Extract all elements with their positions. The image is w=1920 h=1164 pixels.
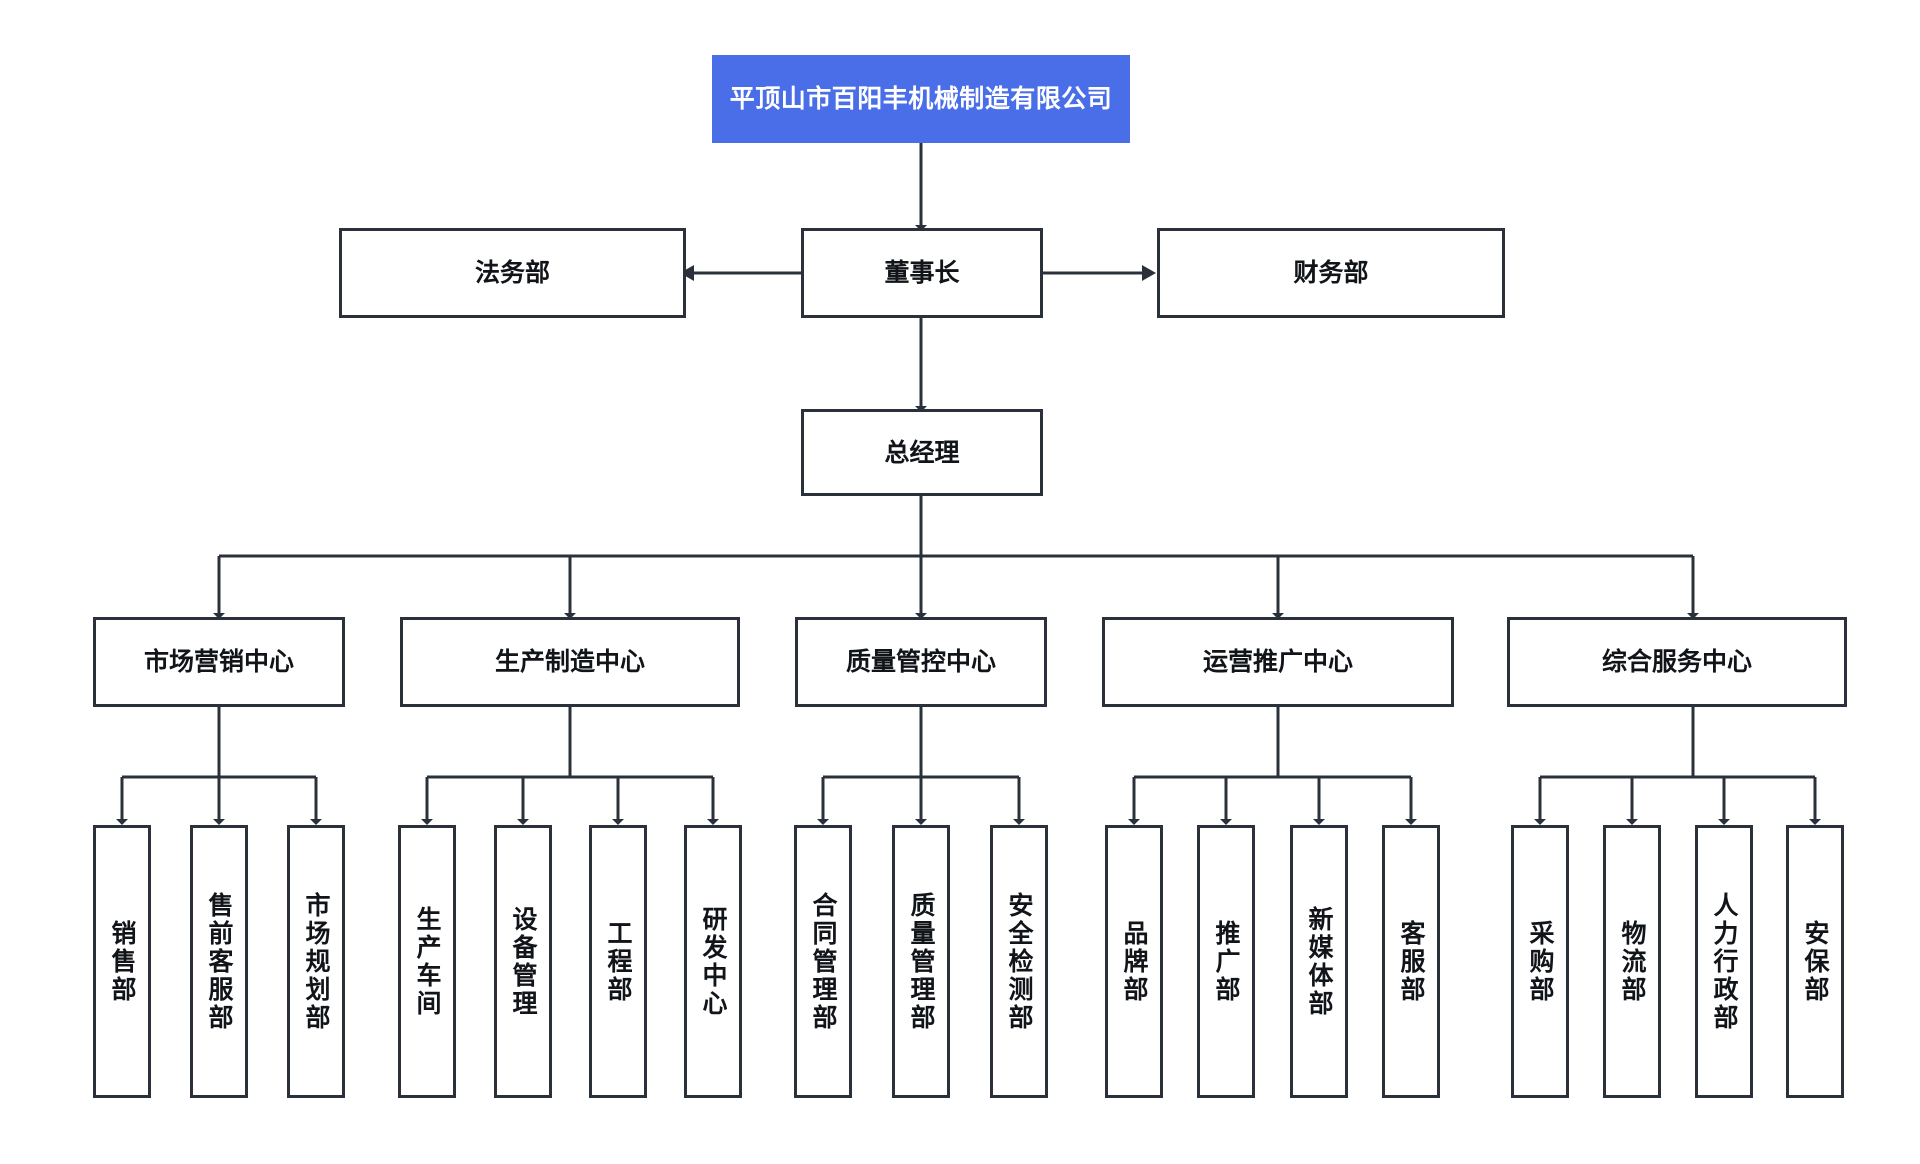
node-label: 生产制造中心 (494, 648, 645, 676)
node-label: 品牌部 (1120, 919, 1148, 1004)
node-dept-hr-administration[interactable]: 人力行政部 (1695, 825, 1753, 1098)
node-legal-department[interactable]: 法务部 (339, 228, 686, 318)
node-label: 市场营销中心 (143, 648, 294, 676)
node-dept-market-planning[interactable]: 市场规划部 (287, 825, 345, 1098)
node-dept-promotion[interactable]: 推广部 (1197, 825, 1255, 1098)
node-dept-quality-management[interactable]: 质量管理部 (892, 825, 950, 1098)
node-center-service[interactable]: 综合服务中心 (1507, 617, 1847, 707)
node-label: 人力行政部 (1710, 891, 1738, 1032)
node-dept-equipment-management[interactable]: 设备管理 (494, 825, 552, 1098)
node-label: 市场规划部 (302, 891, 330, 1032)
node-label: 采购部 (1526, 919, 1554, 1004)
node-label: 生产车间 (413, 905, 441, 1018)
node-label: 新媒体部 (1305, 905, 1333, 1018)
node-label: 安保部 (1801, 919, 1829, 1004)
node-dept-logistics[interactable]: 物流部 (1603, 825, 1661, 1098)
node-label: 客服部 (1397, 919, 1425, 1004)
node-dept-security[interactable]: 安保部 (1786, 825, 1844, 1098)
node-chairman[interactable]: 董事长 (801, 228, 1043, 318)
node-center-operations[interactable]: 运营推广中心 (1102, 617, 1454, 707)
node-label: 设备管理 (509, 905, 537, 1018)
node-dept-presales-support[interactable]: 售前客服部 (190, 825, 248, 1098)
node-label: 销售部 (108, 919, 136, 1004)
node-general-manager[interactable]: 总经理 (801, 409, 1043, 496)
node-dept-engineering[interactable]: 工程部 (589, 825, 647, 1098)
node-label: 质量管理部 (907, 891, 935, 1032)
node-label: 质量管控中心 (845, 648, 996, 676)
node-label: 推广部 (1212, 919, 1240, 1004)
arrowhead-finance (1142, 265, 1156, 281)
node-label: 物流部 (1618, 919, 1646, 1004)
node-label: 法务部 (474, 259, 550, 287)
node-label: 综合服务中心 (1601, 648, 1752, 676)
node-dept-procurement[interactable]: 采购部 (1511, 825, 1569, 1098)
node-label: 财务部 (1293, 259, 1369, 287)
node-dept-contract-management[interactable]: 合同管理部 (794, 825, 852, 1098)
node-center-production[interactable]: 生产制造中心 (400, 617, 740, 707)
node-center-quality[interactable]: 质量管控中心 (795, 617, 1047, 707)
node-dept-production-workshop[interactable]: 生产车间 (398, 825, 456, 1098)
node-dept-customer-service[interactable]: 客服部 (1382, 825, 1440, 1098)
node-label: 工程部 (604, 919, 632, 1004)
node-center-marketing[interactable]: 市场营销中心 (93, 617, 345, 707)
node-label: 合同管理部 (809, 891, 837, 1032)
node-dept-brand[interactable]: 品牌部 (1105, 825, 1163, 1098)
node-label: 运营推广中心 (1202, 648, 1353, 676)
node-label: 售前客服部 (205, 891, 233, 1032)
node-dept-rnd-center[interactable]: 研发中心 (684, 825, 742, 1098)
node-finance-department[interactable]: 财务部 (1157, 228, 1505, 318)
node-dept-new-media[interactable]: 新媒体部 (1290, 825, 1348, 1098)
node-label: 安全检测部 (1005, 891, 1033, 1032)
node-label: 总经理 (884, 438, 960, 467)
node-dept-safety-inspection[interactable]: 安全检测部 (990, 825, 1048, 1098)
node-label: 平顶山市百阳丰机械制造有限公司 (729, 85, 1113, 113)
node-dept-sales[interactable]: 销售部 (93, 825, 151, 1098)
node-label: 董事长 (884, 259, 960, 287)
node-label: 研发中心 (699, 905, 727, 1018)
node-company-root[interactable]: 平顶山市百阳丰机械制造有限公司 (712, 55, 1130, 143)
